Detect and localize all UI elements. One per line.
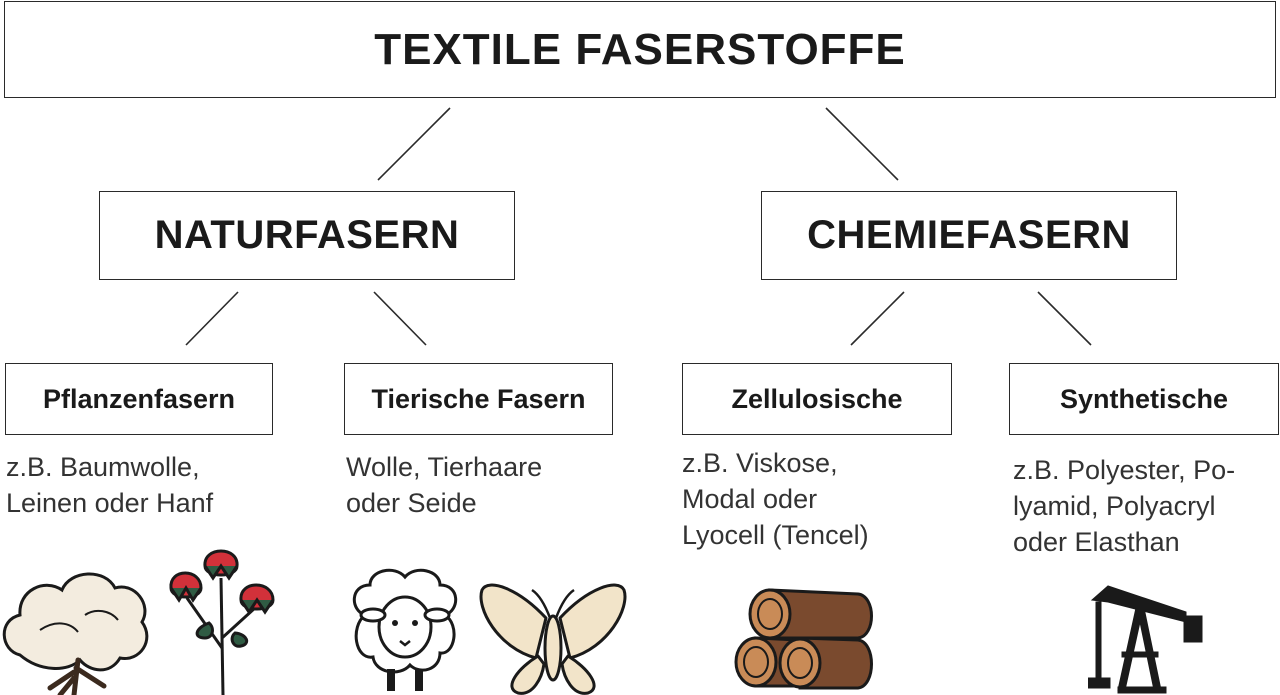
title-box: TEXTILE FASERSTOFFE <box>4 1 1276 98</box>
connector-title-chemiefasern <box>825 107 899 181</box>
tierische-fasern-label: Tierische Fasern <box>371 383 586 414</box>
connector-title-naturfasern <box>377 107 451 181</box>
pflanzenfasern-box: Pflanzenfasern <box>5 363 273 435</box>
tierische-fasern-description: Wolle, Tierhaare oder Seide <box>346 452 543 518</box>
zellulosische-description: z.B. Viskose, Modal oder Lyocell (Tencel… <box>682 448 869 550</box>
zellulosische-box: Zellulosische <box>682 363 952 435</box>
connector-chemiefasern-synthetische <box>1037 291 1092 346</box>
chemiefasern-box: CHEMIEFASERN <box>761 191 1177 280</box>
tierische-fasern-box: Tierische Fasern <box>344 363 613 435</box>
oil-pump-icon <box>1088 585 1203 694</box>
zellulosische-label: Zellulosische <box>731 383 903 414</box>
silk-moth-icon <box>479 583 627 695</box>
pflanzenfasern-description: z.B. Baumwolle, Leinen oder Hanf <box>6 452 214 518</box>
sheep-icon <box>352 568 458 691</box>
connector-chemiefasern-zellulosische <box>850 291 905 346</box>
connector-naturfasern-pflanzen <box>185 291 239 346</box>
synthetische-description: z.B. Polyester, Po- lyamid, Polyacryl od… <box>1013 455 1236 557</box>
naturfasern-label: NATURFASERN <box>154 213 460 257</box>
diagram-title: TEXTILE FASERSTOFFE <box>374 24 906 74</box>
cotton-icon <box>2 572 149 695</box>
connector-naturfasern-tierische <box>373 291 427 346</box>
wood-logs-icon <box>734 588 873 690</box>
pflanzenfasern-label: Pflanzenfasern <box>42 383 236 414</box>
synthetische-box: Synthetische <box>1009 363 1279 435</box>
naturfasern-box: NATURFASERN <box>99 191 515 280</box>
flax-flower-icon <box>169 549 275 695</box>
synthetische-label: Synthetische <box>1059 383 1229 414</box>
chemiefasern-label: CHEMIEFASERN <box>807 213 1131 257</box>
